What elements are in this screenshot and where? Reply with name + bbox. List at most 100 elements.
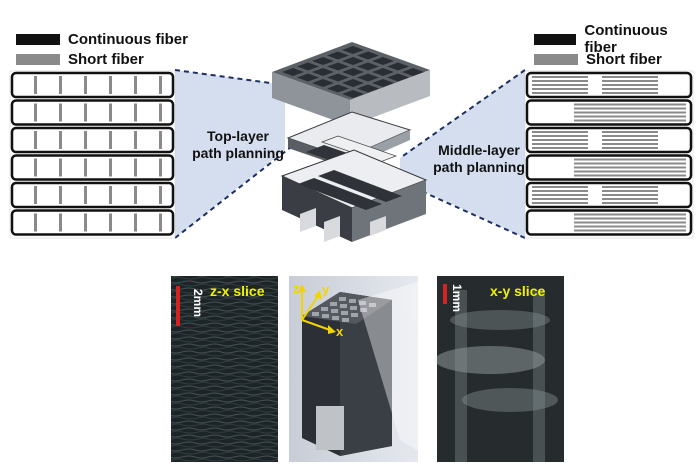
legend-continuous-fiber-right: Continuous fiber [534,22,700,56]
lattice-cell [312,79,334,87]
continuous-loop [525,99,693,126]
short-fiber-segment [84,76,87,94]
lid-cell [330,302,337,306]
lattice-cell [372,68,394,76]
top-layer-line-2: path planning [192,145,284,161]
highlight-wedge-left [175,70,285,238]
gap [560,212,574,233]
short-fiber-segment [84,158,87,177]
lid-cell [321,307,328,311]
legend-short-fiber: Short fiber [16,49,188,69]
short-fiber-segment [59,213,62,232]
legend-continuous-fiber: Continuous fiber [16,29,188,49]
continuous-loop [525,126,693,154]
lid-cell [359,301,366,305]
lid-cell [342,318,349,322]
dashed-connector-right-top [399,69,526,159]
continuous-loop [10,209,175,236]
continuous-loop [10,181,175,209]
lattice-cell [327,84,349,93]
xy-slice-photo [435,276,564,462]
short-fiber-segment [159,213,162,232]
short-fiber-segment [34,213,37,232]
coordinate-axes [298,284,336,334]
slice-highlight-wedge [358,276,437,462]
lid-cell [312,312,319,316]
zx-slice-photo [171,276,278,462]
short-fiber-segment [84,186,87,204]
short-fiber-segment [34,186,37,204]
short-fiber-segment [34,103,37,122]
continuous-loop [10,126,175,154]
short-fiber-segment [84,213,87,232]
axis-z-label: z [293,281,300,296]
short-fiber-segment [59,103,62,122]
short-fiber-segment [134,158,137,177]
short-fiber-segment [134,186,137,204]
lid-cell [369,303,376,307]
lattice-cell [357,62,379,71]
short-fiber-segment [109,213,112,232]
continuous-loop [525,71,693,99]
continuous-loop [10,154,175,181]
lid-cell [340,304,347,308]
lattice-cell [297,62,319,71]
short-fiber-segment [159,158,162,177]
short-fiber-segment [159,76,162,94]
lattice-cell [387,73,409,82]
short-fiber-segment [59,131,62,149]
scale-1mm-label: 1mm [450,284,464,312]
lid-cell [322,314,329,318]
lattice-cell [372,79,394,87]
continuous-fiber-swatch-right [534,33,577,45]
lattice-cell [327,51,349,60]
lattice-cell [342,46,364,54]
short-fiber-segment [59,158,62,177]
continuous-loop [525,209,693,236]
lattice-cell [297,73,319,82]
short-fiber-segment [109,76,112,94]
top-layer-path-panel [9,70,176,239]
short-fiber-segment [159,131,162,149]
gap [588,130,602,150]
short-fiber-segment [134,131,137,149]
continuous-loop [10,71,175,99]
top-layer-label: Top-layer path planning [183,128,293,162]
short-fiber-segment [134,213,137,232]
continuous-loop [525,154,693,181]
gap [588,75,602,95]
middle-layer-label: Middle-layer path planning [424,142,534,176]
short-fiber-segment [134,76,137,94]
short-fiber-segment [109,186,112,204]
lattice-cell [282,68,304,76]
legend-short-label: Short fiber [68,50,144,68]
exploded-lattice-model [272,42,430,242]
dashed-connector-left-top [174,69,286,86]
continuous-loop [525,181,693,209]
lid-cell [332,316,339,320]
short-fiber-swatch [16,53,60,65]
lattice-cell [312,68,334,76]
legend-continuous-label-right: Continuous fiber [584,22,668,56]
short-fiber-segment [84,131,87,149]
short-fiber-segment [109,103,112,122]
short-fiber-segment [134,103,137,122]
lattice-cell [327,73,349,82]
legend-right: Continuous fiber Short fiber [534,22,700,69]
short-fiber-segment [59,186,62,204]
short-fiber-segment [59,76,62,94]
short-fiber-segment [109,131,112,149]
highlight-wedge-right [400,70,525,238]
short-fiber-segment [159,186,162,204]
lattice-cell [387,62,409,71]
dashed-connector-right-bottom [409,185,526,239]
gap [560,157,574,178]
short-fiber-segment [159,103,162,122]
lattice-cell [342,57,364,65]
gap [588,185,602,205]
short-fiber-segment [84,103,87,122]
lattice-cell [372,57,394,65]
middle-layer-path-panel [524,70,694,239]
